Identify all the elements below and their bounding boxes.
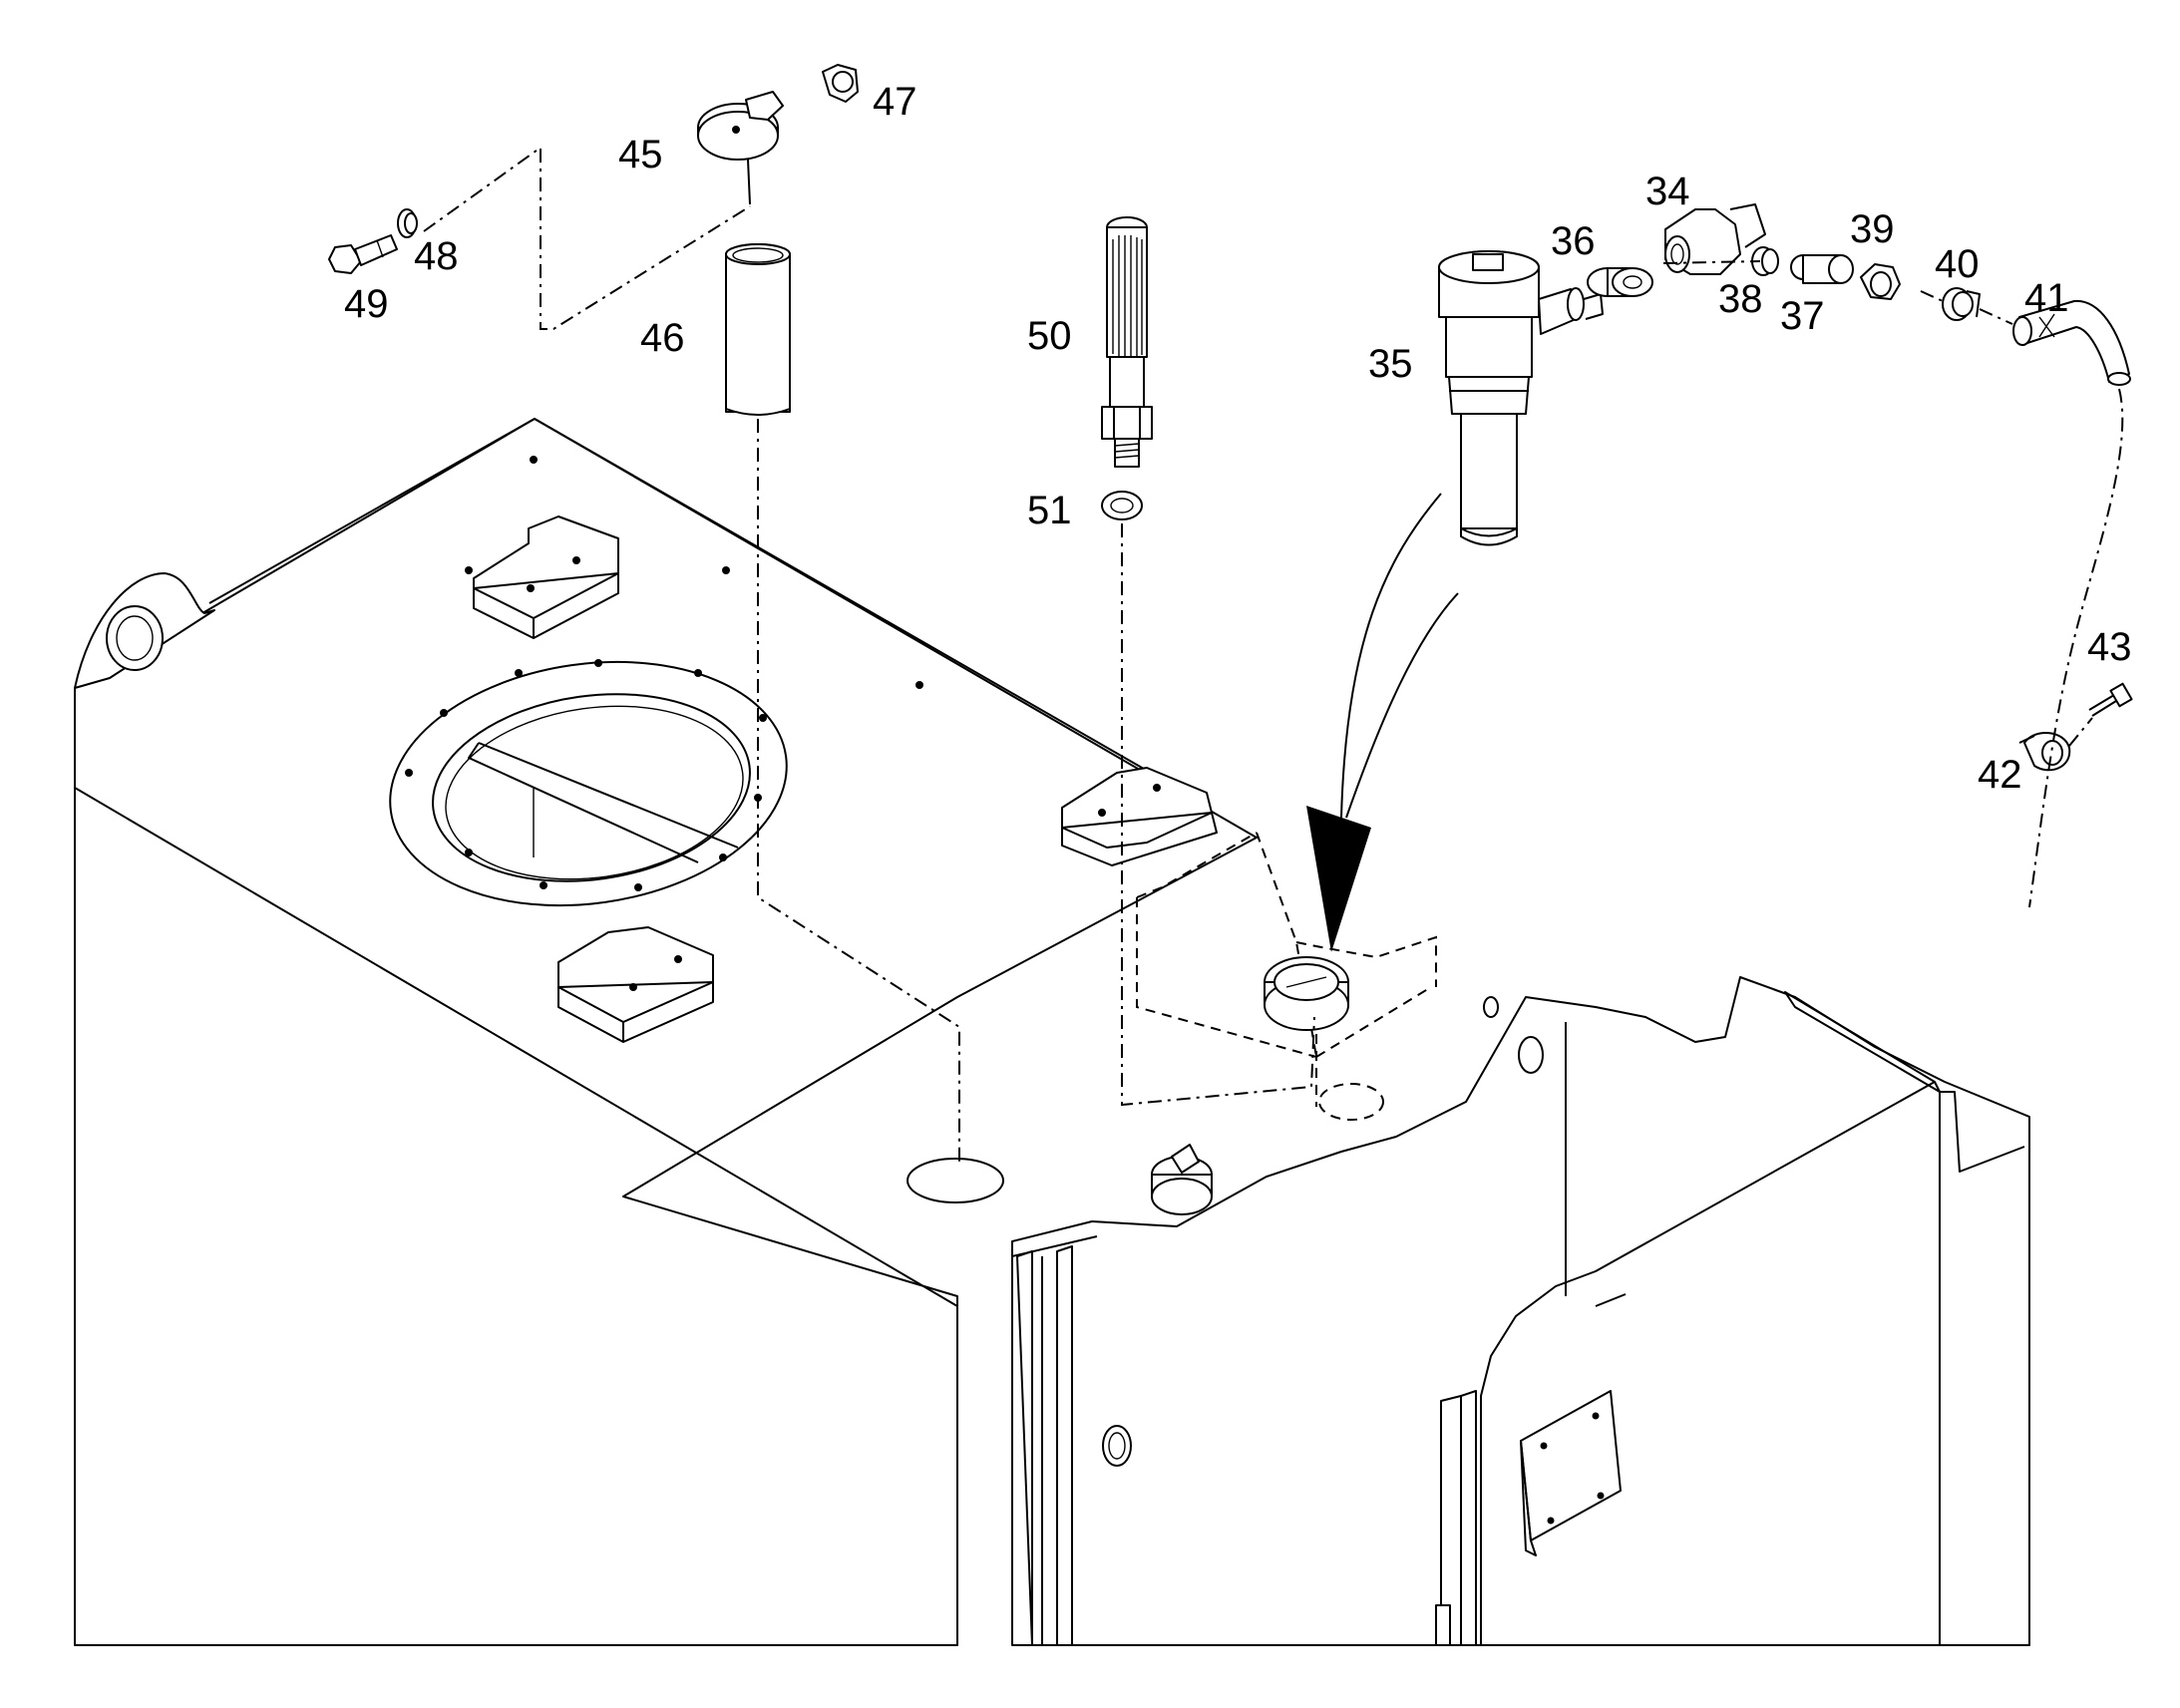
callout-41: 41 xyxy=(2024,276,2069,320)
filler-neck xyxy=(1264,956,1349,1031)
filler-bracket-hidden xyxy=(1136,832,1437,1121)
callout-35: 35 xyxy=(1368,342,1413,386)
part-42-clip xyxy=(2018,731,2071,772)
mounting-pad xyxy=(1061,767,1218,866)
callout-38: 38 xyxy=(1718,277,1763,321)
part-39-nut xyxy=(1860,263,1901,300)
part-48-washer xyxy=(397,208,418,238)
center-lines xyxy=(423,146,2124,1167)
callout-37: 37 xyxy=(1780,294,1825,338)
part-35-fitting xyxy=(1438,250,1604,546)
callout-34: 34 xyxy=(1645,170,1690,213)
callout-42: 42 xyxy=(1978,753,2022,797)
part-47-grommet xyxy=(822,64,859,103)
part-46-tube xyxy=(725,243,791,416)
part-38-ring xyxy=(1751,246,1779,276)
part-34-elbow xyxy=(1664,203,1766,275)
callout-50: 50 xyxy=(1027,314,1072,358)
part-36-nut xyxy=(1587,267,1653,297)
callout-47: 47 xyxy=(873,80,917,124)
access-flange xyxy=(389,659,788,907)
callout-39: 39 xyxy=(1850,207,1895,251)
callout-46: 46 xyxy=(640,316,685,360)
mounting-pad xyxy=(557,926,714,1043)
callout-40: 40 xyxy=(1935,242,1980,286)
callout-51: 51 xyxy=(1027,489,1072,532)
part-50-breather xyxy=(1101,216,1153,468)
callout-labels: 34 35 36 37 38 39 40 41 42 43 45 46 47 4… xyxy=(344,80,2132,797)
callout-43: 43 xyxy=(2087,625,2132,669)
part-37-sleeve xyxy=(1790,254,1854,284)
part-51-washer xyxy=(1101,491,1143,520)
callout-36: 36 xyxy=(1551,219,1596,263)
callout-49: 49 xyxy=(344,282,389,326)
callout-48: 48 xyxy=(414,234,459,278)
tank-side-panel xyxy=(1011,976,2030,1646)
part-43-screw xyxy=(2088,682,2133,717)
lifting-eye xyxy=(74,572,215,689)
part-45-sender-cap xyxy=(697,91,784,205)
detail-arrow xyxy=(1306,493,1459,952)
callout-45: 45 xyxy=(618,133,663,176)
part-41-hose xyxy=(2012,299,2131,386)
part-49-bolt xyxy=(328,234,398,274)
mounting-pad xyxy=(473,515,619,639)
sender-hole xyxy=(907,1158,1004,1203)
part-40-clamp xyxy=(1942,287,1981,321)
